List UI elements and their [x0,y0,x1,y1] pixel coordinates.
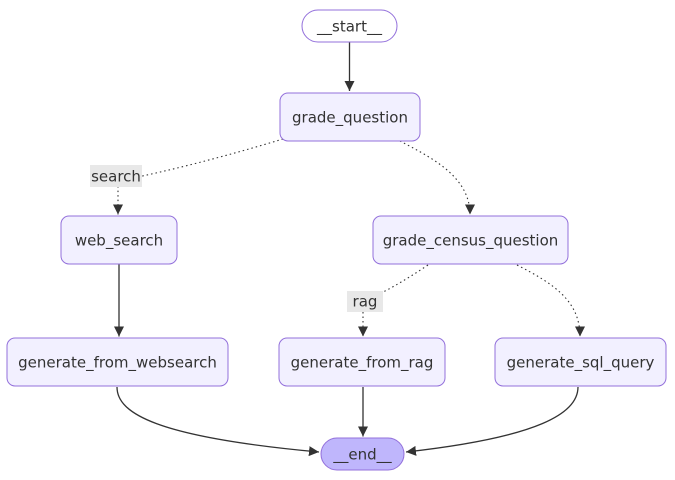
edge-grade-census-question-to-generate-sql-query [516,264,585,337]
node-start-label: __start__ [316,18,382,37]
edge-grade-question-to-grade-census-question [399,140,475,215]
edge-label-search: search [90,165,142,187]
node-generate-from-rag-shape [278,337,446,387]
node-grade-census-question-shape [372,215,569,265]
edge-label-rag-bg [347,291,383,312]
node-generate-from-websearch-label: generate_from_websearch [18,354,217,373]
node-start-shape [301,9,398,43]
edge-label-search-bg [90,165,142,187]
node-generate-from-websearch: generate_from_websearch [6,337,229,387]
node-start: __start__ [301,9,398,43]
node-grade-question-label: grade_question [292,109,408,128]
node-end-label: __end__ [332,446,392,465]
node-grade-census-question-label: grade_census_question [383,232,559,251]
node-grade-question-shape [279,92,421,142]
node-end-shape [320,437,405,471]
node-generate-from-rag-label: generate_from_rag [291,354,434,373]
node-generate-from-rag: generate_from_rag [278,337,446,387]
node-web-search: web_search [60,215,178,265]
node-end: __end__ [320,437,405,471]
edge-grade-census-question-to-generate-from-rag [358,264,429,337]
edge-label-search-text: search [91,168,141,186]
node-grade-question: grade_question [279,92,421,142]
node-generate-from-websearch-shape [6,337,229,387]
edge-generate-sql-query-to-end [405,386,579,456]
node-web-search-shape [60,215,178,265]
edge-generate-from-websearch-to-end [116,386,320,457]
edge-label-rag: rag [347,291,383,312]
edge-label-rag-text: rag [353,293,378,311]
edges [113,42,585,457]
edge-grade-question-to-web-search [113,138,284,215]
node-generate-sql-query-label: generate_sql_query [507,354,655,373]
node-grade-census-question: grade_census_question [372,215,569,265]
node-generate-sql-query: generate_sql_query [494,337,667,387]
node-web-search-label: web_search [75,232,163,251]
node-generate-sql-query-shape [494,337,667,387]
